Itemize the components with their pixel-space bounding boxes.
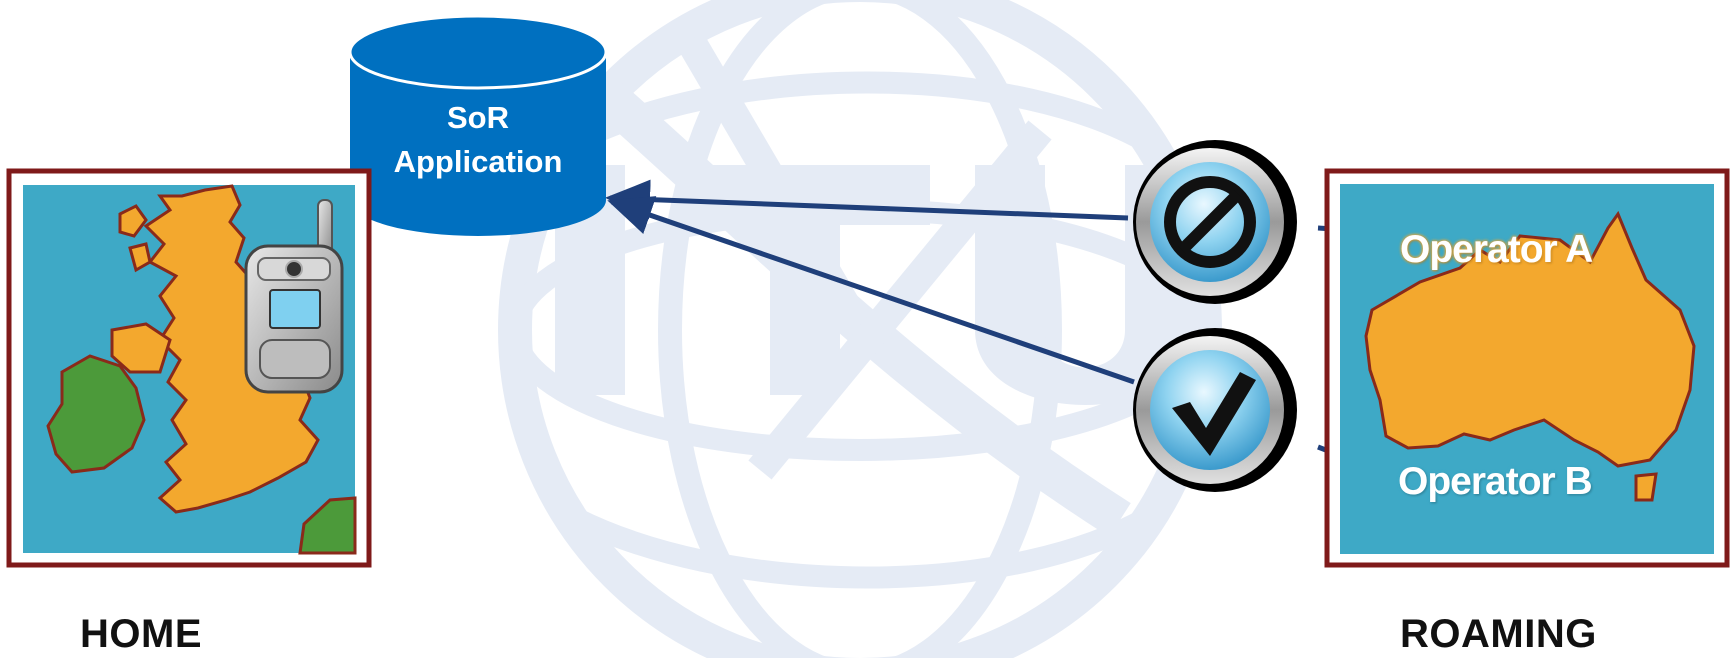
home-caption: HOME bbox=[80, 612, 202, 656]
british-isles-map-icon bbox=[6, 168, 372, 568]
mobile-flip-phone-icon bbox=[244, 199, 344, 394]
operator-a-label: Operator A bbox=[1400, 228, 1593, 271]
sor-database-cylinder bbox=[348, 14, 608, 236]
arrow-blocked-to-sor bbox=[605, 179, 1129, 221]
australia-map-icon bbox=[1324, 168, 1730, 568]
prohibited-icon bbox=[1133, 140, 1297, 304]
checkmark-icon bbox=[1133, 328, 1297, 492]
sor-label-line1: SoR bbox=[447, 100, 509, 135]
operator-b-label: Operator B bbox=[1398, 460, 1593, 503]
itu-globe-watermark-icon bbox=[498, 0, 1222, 658]
roaming-caption: ROAMING bbox=[1400, 612, 1597, 656]
arrow-allowed-to-sor bbox=[607, 196, 1135, 385]
sor-label-line2: Application bbox=[393, 144, 563, 179]
